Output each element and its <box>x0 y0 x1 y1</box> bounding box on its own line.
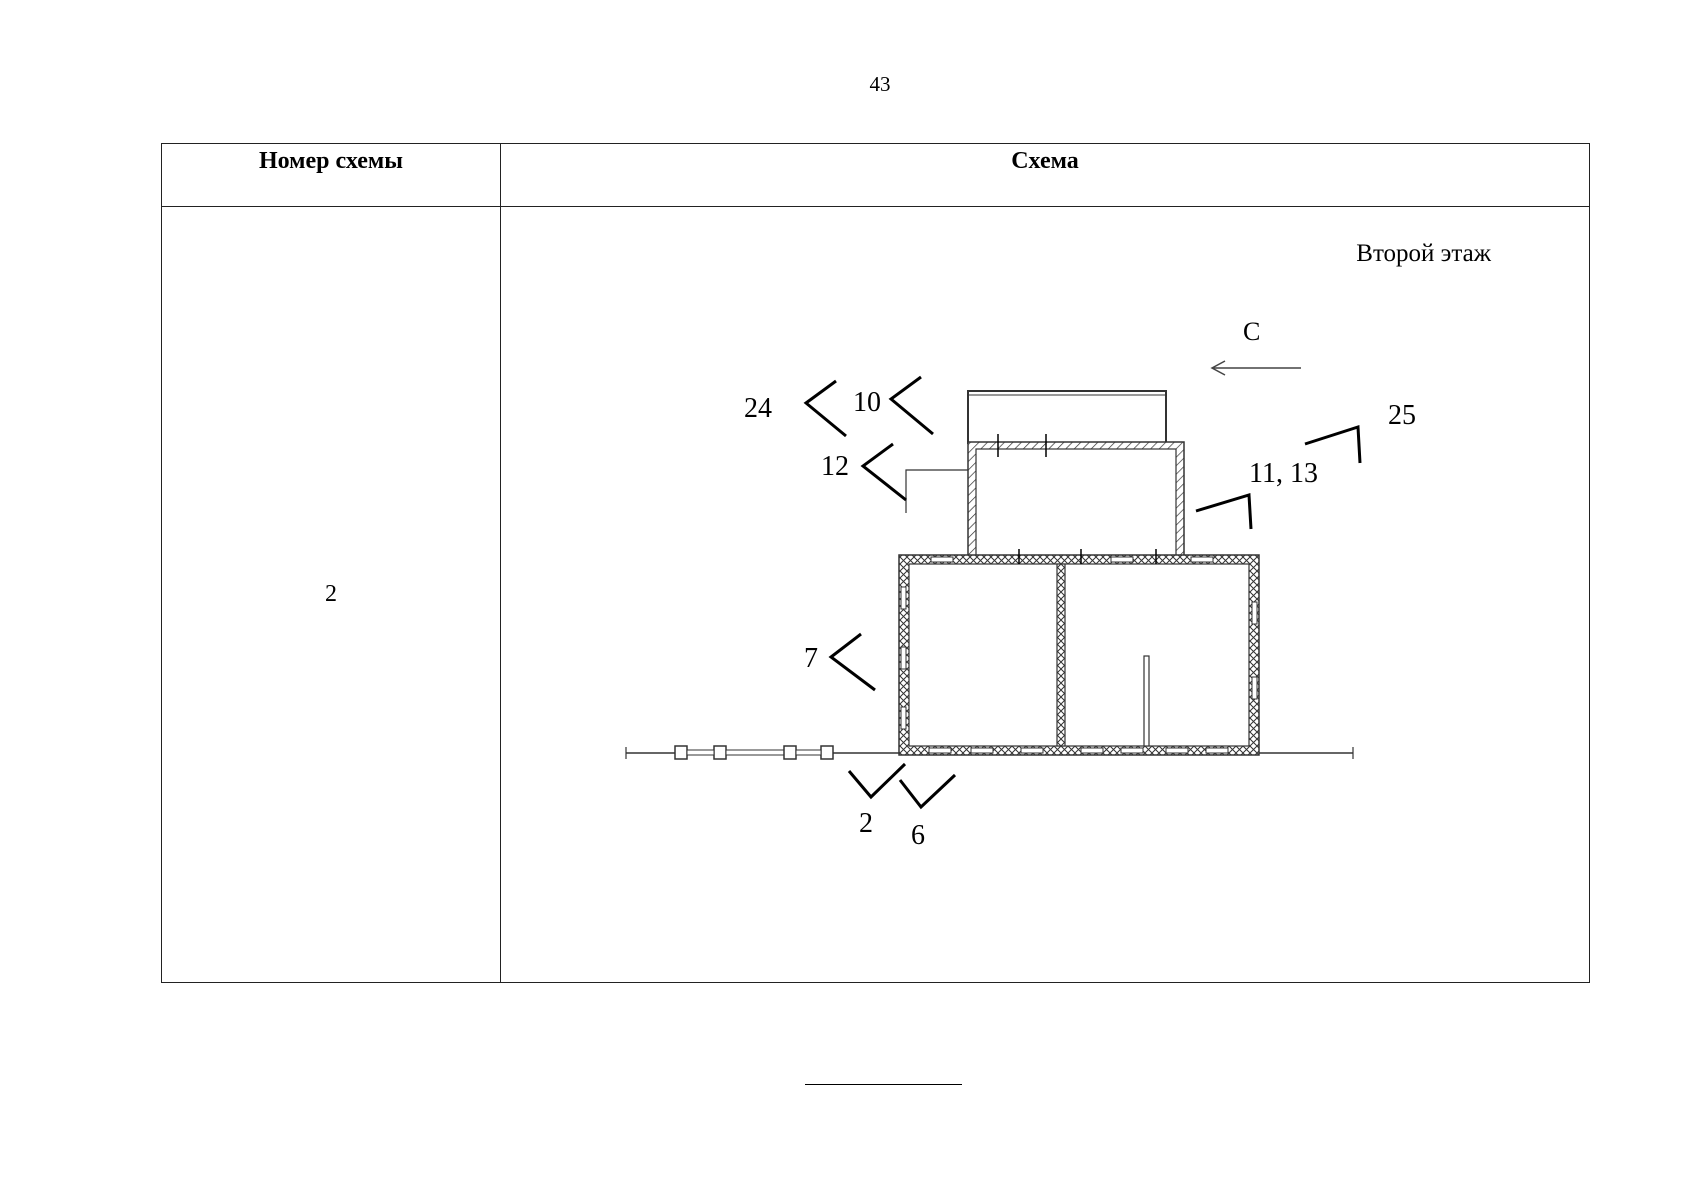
north-arrow: С <box>1210 317 1301 376</box>
view-mark-10: 10 <box>853 387 881 418</box>
north-label: С <box>1243 317 1260 346</box>
view-mark-25: 25 <box>1388 400 1416 431</box>
footnote-separator <box>805 1084 962 1085</box>
view-mark-12-chevron <box>860 442 907 502</box>
view-mark-12: 12 <box>821 451 849 482</box>
view-mark-11-13-chevron <box>1195 493 1253 530</box>
scheme-cell: Второй этаж С <box>500 206 1590 983</box>
floor-plan: С <box>625 317 1416 851</box>
upper-room <box>967 434 1185 557</box>
view-mark-10-chevron <box>888 375 934 436</box>
floor-label: Второй этаж <box>1356 240 1491 267</box>
table-row: 2 Второй этаж С <box>161 206 1590 983</box>
view-mark-7: 7 <box>804 643 818 674</box>
fence-line <box>625 745 1354 760</box>
header-scheme-number: Номер схемы <box>161 143 501 207</box>
scheme-number-cell: 2 <box>161 206 501 983</box>
table-header-row: Номер схемы Схема <box>161 143 1590 207</box>
view-mark-2: 2 <box>859 808 873 839</box>
view-mark-6: 6 <box>911 820 925 851</box>
view-mark-25-chevron <box>1304 424 1362 464</box>
view-mark-7-chevron <box>828 632 876 692</box>
view-mark-2-chevron <box>847 762 907 800</box>
main-block <box>898 549 1260 756</box>
view-mark-11-13: 11, 13 <box>1249 458 1318 489</box>
page-number: 43 <box>869 72 891 96</box>
view-mark-24-chevron <box>803 379 847 438</box>
view-mark-6-chevron <box>898 773 957 810</box>
scheme-table: Номер схемы Схема 2 Второй этаж <box>161 143 1590 983</box>
view-mark-24: 24 <box>744 393 772 424</box>
header-scheme: Схема <box>500 143 1590 207</box>
